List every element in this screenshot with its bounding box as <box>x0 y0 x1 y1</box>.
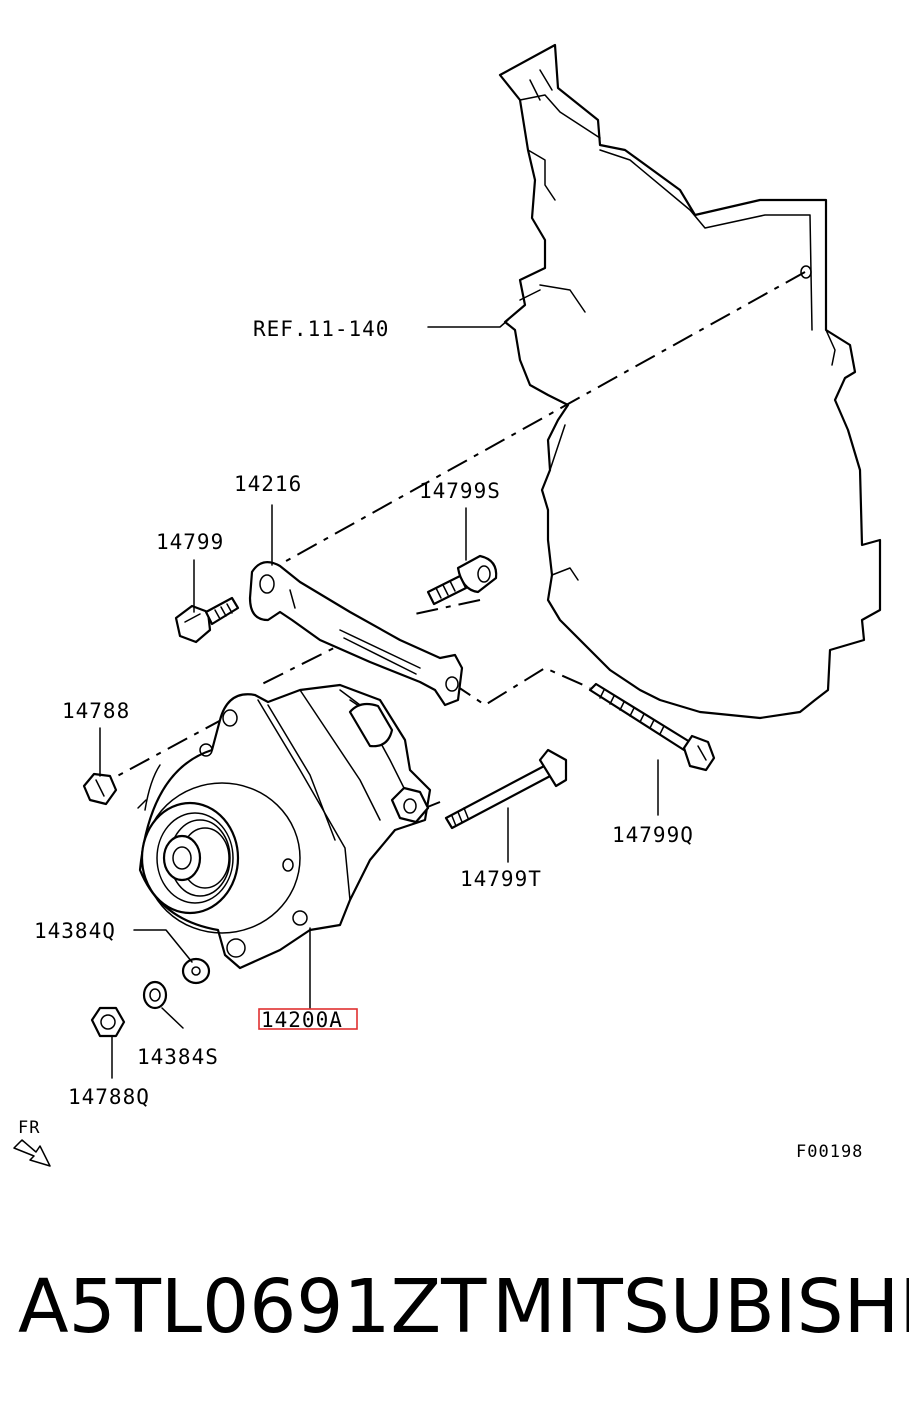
bolt-14799q[interactable] <box>588 682 716 772</box>
label-fr: FR <box>18 1118 40 1138</box>
label-14384q: 14384Q <box>34 919 116 943</box>
washer-14384s[interactable] <box>142 980 168 1010</box>
front-arrow-icon <box>13 1139 51 1167</box>
part-labels: REF.11-140 14216 14799 14799S 14788 1479… <box>34 317 694 1109</box>
label-14799: 14799 <box>156 530 224 554</box>
label-14384s: 14384S <box>137 1045 219 1069</box>
nut-14788q[interactable] <box>90 1006 126 1038</box>
label-14788: 14788 <box>62 699 130 723</box>
bolt-14799s[interactable] <box>426 554 498 606</box>
front-direction-indicator: FR <box>13 1118 51 1167</box>
washer-14384q[interactable] <box>181 957 211 985</box>
bolt-14799t[interactable] <box>444 748 568 830</box>
figure-code: F00198 <box>796 1142 863 1162</box>
engine-block-outline <box>498 43 882 720</box>
leader-lines <box>99 319 659 1079</box>
label-14799t: 14799T <box>460 867 542 891</box>
nut-14788[interactable] <box>82 772 118 806</box>
highlight-box <box>258 1008 358 1030</box>
label-14200a: 14200A <box>261 1008 343 1032</box>
label-ref: REF.11-140 <box>253 317 389 341</box>
part-number-caption: A5TL0691ZT <box>18 1264 487 1350</box>
bolt-14799[interactable] <box>174 596 240 644</box>
alternator[interactable] <box>137 683 432 970</box>
label-14799q: 14799Q <box>612 823 694 847</box>
label-14216: 14216 <box>234 472 302 496</box>
label-14799s: 14799S <box>419 479 501 503</box>
alternator-bracket[interactable] <box>248 561 464 707</box>
label-14788q: 14788Q <box>68 1085 150 1109</box>
brand-caption: MITSUBISHI <box>492 1264 909 1350</box>
